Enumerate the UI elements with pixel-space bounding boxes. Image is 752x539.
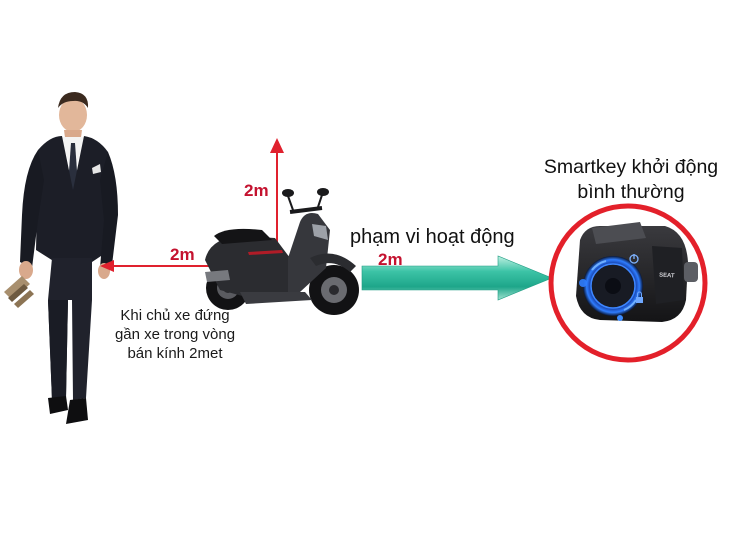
caption-line2: gần xe trong vòng (114, 326, 236, 343)
smartkey-title-line2: bình thường (577, 181, 685, 203)
proximity-caption: Khi chủ xe đứng gần xe trong vòng bán kí… (90, 306, 260, 363)
scooter-illustration (205, 188, 359, 315)
smartkey-panel (548, 203, 708, 363)
person-illustration (4, 92, 118, 424)
vertical-distance-label: 2m (244, 181, 269, 200)
range-arrow (361, 255, 553, 301)
horizontal-arrow-head (100, 260, 114, 272)
caption-line1: Khi chủ xe đứng (120, 307, 230, 324)
person-distance-label: 2m (170, 245, 195, 264)
vertical-arrow-head (270, 138, 284, 153)
range-label: phạm vi hoạt động (350, 226, 515, 248)
lock-icon (636, 291, 643, 303)
caption-line3: bán kính 2met (127, 345, 223, 362)
power-icon (629, 254, 639, 264)
smartkey-title-line1: Smartkey khởi động (543, 156, 719, 178)
seat-button-label: SEAT (658, 272, 675, 280)
smartkey-title: Smartkey khởi động bình thường (520, 155, 742, 205)
range-distance-label: 2m (378, 250, 403, 269)
